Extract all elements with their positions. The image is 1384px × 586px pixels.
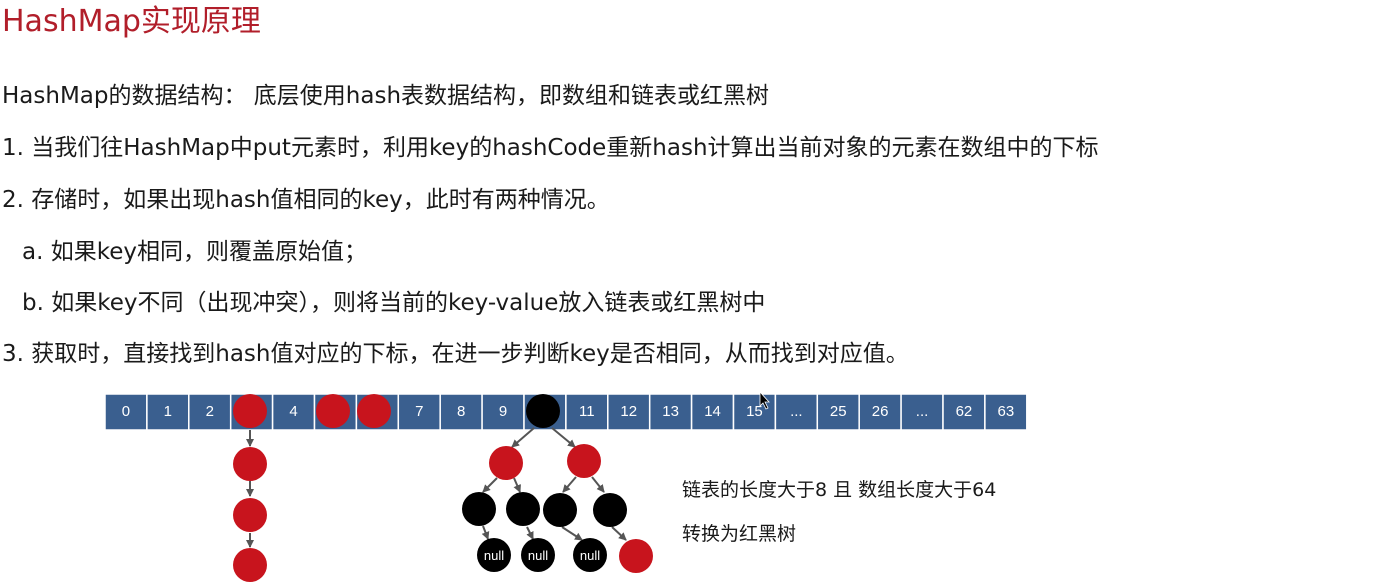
array-index-label: 4 bbox=[289, 403, 297, 420]
bucket-head-node bbox=[357, 394, 391, 428]
array-index-label: 12 bbox=[620, 403, 637, 420]
array-cell bbox=[816, 393, 860, 431]
null-label: null bbox=[528, 548, 548, 563]
tree-node-black bbox=[593, 493, 627, 527]
tree-edge bbox=[513, 477, 521, 493]
tree-edge bbox=[551, 427, 576, 448]
null-node bbox=[573, 538, 607, 572]
tree-node-red bbox=[567, 444, 601, 478]
tree-node-black bbox=[506, 492, 540, 526]
list-node bbox=[233, 548, 267, 582]
array-index-label: 2 bbox=[206, 403, 214, 420]
array-cell bbox=[648, 393, 693, 431]
tree-edge bbox=[526, 526, 534, 540]
array-cell bbox=[607, 393, 651, 431]
array-index-label: 13 bbox=[662, 403, 679, 420]
tree-node-black bbox=[462, 492, 496, 526]
array-index-label: 11 bbox=[579, 403, 595, 420]
bucket-head-node bbox=[316, 394, 350, 428]
step-3-text: 3. 获取时，直接找到hash值对应的下标，在进一步判断key是否相同，从而找到… bbox=[2, 341, 909, 367]
step-2a-text: a. 如果key相同，则覆盖原始值； bbox=[22, 239, 367, 265]
array-index-label: 15 bbox=[746, 403, 763, 420]
step-2b-text: b. 如果key不同（出现冲突），则将当前的key-value放入链表或红黑树中 bbox=[22, 290, 766, 316]
array-cell bbox=[732, 393, 777, 431]
null-label: null bbox=[484, 548, 504, 563]
array-cell bbox=[690, 393, 735, 431]
array-index-label: 25 bbox=[830, 403, 847, 420]
tree-edge bbox=[591, 476, 605, 493]
list-node bbox=[233, 498, 267, 532]
array-index-label: 14 bbox=[704, 403, 721, 420]
array-index-label: ... bbox=[916, 403, 929, 420]
tree-edge bbox=[511, 427, 535, 448]
null-node bbox=[521, 538, 555, 572]
array-index-label: 26 bbox=[872, 403, 889, 420]
bucket-heads bbox=[233, 394, 560, 428]
tree-edge bbox=[562, 476, 577, 493]
null-label: null bbox=[580, 548, 600, 563]
array-index-label: 63 bbox=[998, 403, 1015, 420]
list-node bbox=[233, 447, 267, 481]
tree-root-node bbox=[526, 394, 560, 428]
array-cell bbox=[984, 393, 1028, 431]
array-cell bbox=[858, 393, 902, 431]
tree-node-red bbox=[619, 539, 653, 573]
tree-edge bbox=[482, 477, 498, 493]
array-index-label: 1 bbox=[164, 403, 172, 420]
array-index-label: 8 bbox=[457, 403, 465, 420]
red-black-tree: null null null bbox=[462, 427, 653, 573]
array-index-label: 62 bbox=[956, 403, 973, 420]
tree-edge bbox=[481, 525, 490, 540]
tree-node-black bbox=[543, 493, 577, 527]
null-node bbox=[477, 538, 511, 572]
linked-list bbox=[233, 430, 267, 582]
array-cell bbox=[439, 393, 483, 431]
tree-edge bbox=[561, 526, 583, 541]
page-title: HashMap实现原理 bbox=[2, 4, 261, 39]
conversion-note-line2: 转换为红黑树 bbox=[682, 523, 797, 545]
structure-description: HashMap的数据结构： 底层使用hash表数据结构，即数组和链表或红黑树 bbox=[2, 83, 770, 109]
array-cell bbox=[188, 393, 232, 431]
conversion-note-line1: 链表的长度大于8 且 数组长度大于64 bbox=[682, 479, 997, 501]
array-index-label: 7 bbox=[415, 403, 423, 420]
mouse-cursor-icon bbox=[759, 390, 770, 410]
array-index-label: 0 bbox=[122, 403, 130, 420]
array-index-label: ... bbox=[790, 403, 803, 420]
bucket-head-node bbox=[233, 394, 267, 428]
step-1-text: 1. 当我们往HashMap中put元素时，利用key的hashCode重新ha… bbox=[2, 135, 1099, 161]
tree-node-red bbox=[489, 446, 523, 480]
array-cell bbox=[146, 393, 190, 431]
array-index-label: 9 bbox=[499, 403, 507, 420]
step-2-text: 2. 存储时，如果出现hash值相同的key，此时有两种情况。 bbox=[2, 187, 610, 213]
tree-edge bbox=[611, 526, 627, 541]
